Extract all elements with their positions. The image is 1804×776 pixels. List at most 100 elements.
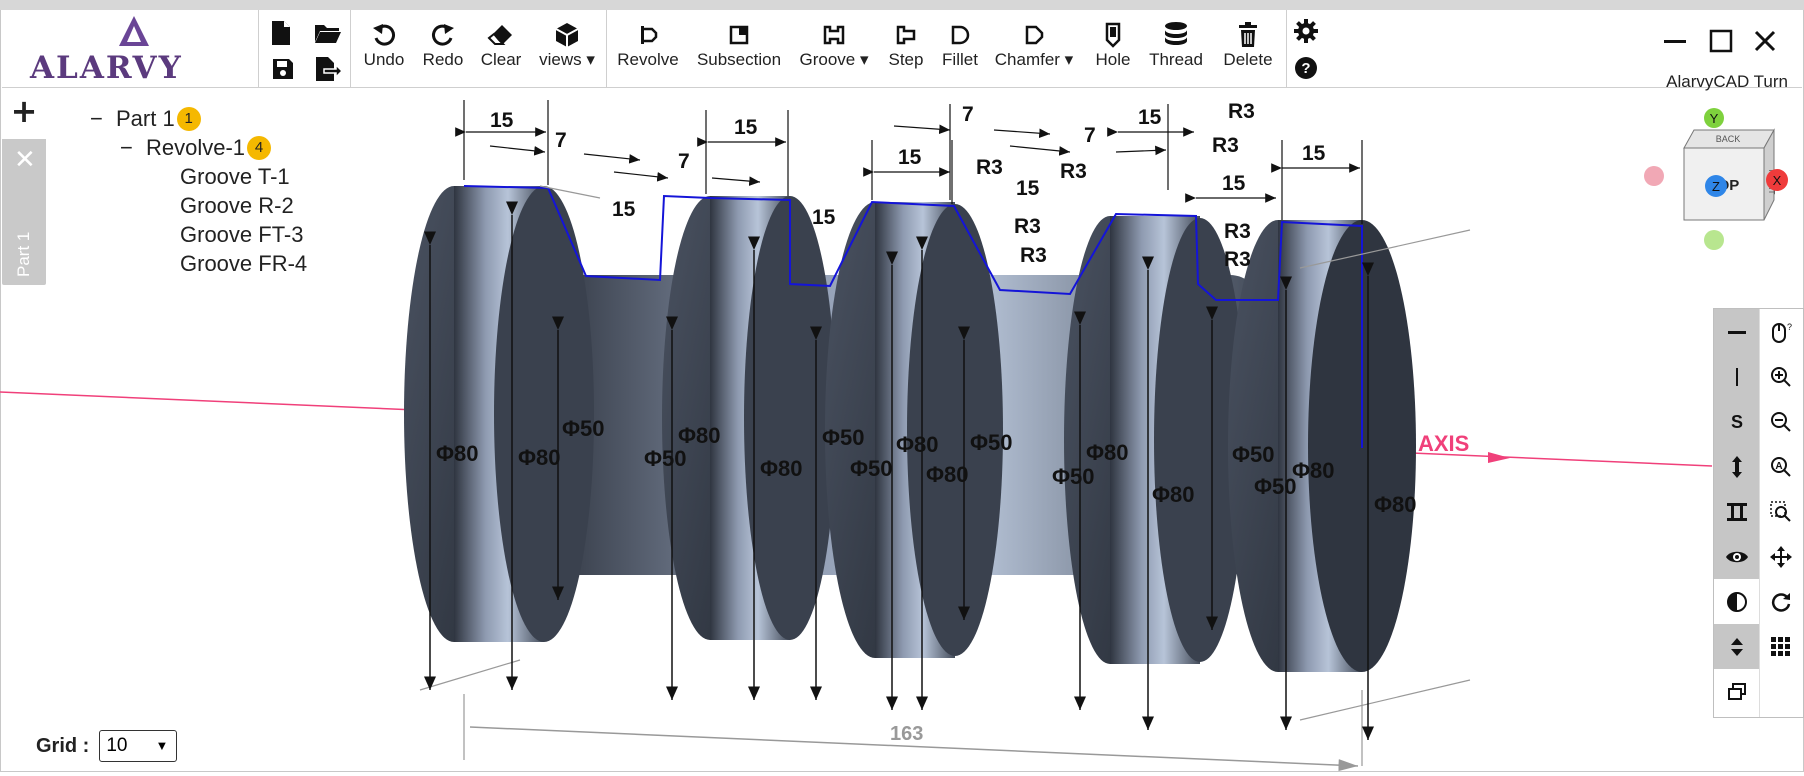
- neg-x-axis-handle[interactable]: [1644, 166, 1664, 186]
- tree-item-groove[interactable]: Groove FR-4: [180, 251, 307, 277]
- rotate-button[interactable]: [1758, 579, 1803, 624]
- tree-item-groove[interactable]: Groove R-2: [180, 193, 294, 219]
- chamfer-dropdown[interactable]: Chamfer ▾: [992, 20, 1076, 70]
- neg-y-axis-handle[interactable]: [1704, 230, 1724, 250]
- visibility-toggle[interactable]: [1714, 534, 1759, 579]
- diameter-label: Φ50: [1052, 464, 1095, 489]
- delete-button[interactable]: Delete: [1218, 20, 1278, 70]
- close-icon[interactable]: [1752, 28, 1778, 54]
- subsection-button[interactable]: Subsection: [692, 20, 786, 70]
- diameter-label: Φ80: [436, 441, 479, 466]
- fillet-icon: [951, 25, 970, 45]
- z-axis-handle[interactable]: [1705, 175, 1727, 197]
- tree-item-part[interactable]: − Part 1 1: [90, 106, 201, 132]
- vertical-dimension-tool[interactable]: [1714, 444, 1759, 489]
- x-axis-handle[interactable]: [1766, 169, 1788, 191]
- maximize-icon[interactable]: [1708, 28, 1734, 54]
- tree-item-groove-label: Groove R-2: [180, 193, 294, 218]
- toolbar-separator: [1286, 10, 1287, 87]
- part-3d-model[interactable]: [404, 186, 1416, 672]
- subsection-icon: [729, 25, 749, 45]
- zoom-in-button[interactable]: [1758, 354, 1803, 399]
- span-dimension-tool[interactable]: [1714, 489, 1759, 534]
- tree-item-groove-label: Groove FR-4: [180, 251, 308, 276]
- y-axis-handle[interactable]: [1704, 108, 1724, 128]
- zoom-fit-button[interactable]: A: [1758, 444, 1803, 489]
- help-icon[interactable]: ?: [1294, 56, 1318, 80]
- tab-part-1[interactable]: ✕ Part 1: [2, 139, 46, 285]
- grid-size-select[interactable]: 10 ▼: [99, 730, 178, 762]
- thread-button[interactable]: Thread: [1146, 20, 1206, 70]
- 3d-viewport[interactable]: AXIS: [0, 88, 1804, 772]
- radius-label: R3: [1224, 220, 1251, 243]
- vertical-arrows-icon: [1731, 455, 1742, 478]
- thread-icon: [1165, 22, 1187, 45]
- app-title: AlarvyCAD Turn: [1666, 72, 1788, 91]
- snap-tool[interactable]: S: [1714, 399, 1759, 444]
- horizontal-line-icon: [1727, 330, 1746, 334]
- clear-label: Clear: [480, 50, 522, 69]
- length-label: 15: [1016, 177, 1040, 200]
- fillet-button[interactable]: Fillet: [937, 20, 983, 70]
- svg-text:?: ?: [1787, 322, 1792, 332]
- diameter-dimensions: [424, 201, 1374, 740]
- tab-part-1-label: Part 1: [14, 231, 33, 277]
- new-file-icon[interactable]: [270, 20, 292, 46]
- radius-label: R3: [1228, 100, 1255, 123]
- fillet-label: Fillet: [942, 50, 978, 69]
- length-label: 7: [1084, 124, 1096, 147]
- close-tab-icon[interactable]: ✕: [14, 145, 36, 175]
- radius-label: R3: [1060, 160, 1087, 183]
- hole-button[interactable]: Hole: [1090, 20, 1136, 70]
- toolbar-separator: [350, 10, 351, 87]
- gear-icon[interactable]: [1294, 19, 1318, 43]
- radius-label: R3: [1014, 215, 1041, 238]
- grid-toggle-button[interactable]: [1758, 624, 1803, 669]
- tree-item-groove[interactable]: Groove FT-3: [180, 222, 303, 248]
- diameter-label: Φ50: [562, 416, 605, 441]
- redo-button[interactable]: Redo: [418, 20, 468, 70]
- mouse-help-button[interactable]: ?: [1758, 309, 1803, 354]
- length-label: 15: [612, 198, 636, 221]
- collapse-icon[interactable]: −: [90, 106, 103, 131]
- contrast-toggle[interactable]: [1714, 579, 1759, 624]
- open-folder-icon[interactable]: [314, 22, 342, 44]
- redo-icon: [432, 24, 454, 46]
- undo-button[interactable]: Undo: [359, 20, 409, 70]
- zoom-out-button[interactable]: [1758, 399, 1803, 444]
- minimize-icon[interactable]: [1662, 28, 1688, 54]
- window-stack-button[interactable]: [1714, 669, 1759, 714]
- y-axis-label: Y: [1710, 111, 1719, 126]
- diameter-label: Φ80: [926, 462, 969, 487]
- clear-button[interactable]: Clear: [475, 20, 527, 70]
- horizontal-line-tool[interactable]: [1714, 309, 1759, 354]
- vertical-line-tool[interactable]: [1714, 354, 1759, 399]
- tree-item-revolve[interactable]: − Revolve-1 4: [120, 135, 272, 161]
- tree-item-groove[interactable]: Groove T-1: [180, 164, 290, 190]
- step-label: Step: [888, 50, 924, 69]
- revolve-button[interactable]: Revolve: [614, 20, 682, 70]
- contrast-icon: [1726, 591, 1747, 612]
- add-part-button[interactable]: +: [10, 92, 38, 130]
- snap-s-icon: S: [1730, 412, 1742, 432]
- svg-text:A: A: [1775, 461, 1782, 472]
- hole-label: Hole: [1095, 50, 1131, 69]
- logo-text: ALARVY: [30, 50, 183, 86]
- undo-label: Undo: [363, 50, 405, 69]
- step-button[interactable]: Step: [883, 20, 929, 70]
- length-label: 7: [962, 103, 974, 126]
- save-icon[interactable]: [272, 58, 294, 80]
- groove-dropdown[interactable]: Groove ▾: [796, 20, 872, 70]
- diameter-label: Φ80: [1374, 492, 1417, 517]
- export-icon[interactable]: [314, 56, 342, 82]
- view-cube[interactable]: BACK RIGHT TOP Y Z X: [1640, 102, 1790, 252]
- diameter-label: Φ80: [678, 423, 721, 448]
- toolbar-separator: [606, 10, 607, 87]
- delete-label: Delete: [1223, 50, 1273, 69]
- caret-down-icon: ▼: [155, 738, 169, 753]
- zoom-window-button[interactable]: [1758, 489, 1803, 534]
- expand-toggle[interactable]: [1714, 624, 1759, 669]
- views-dropdown[interactable]: views ▾: [536, 20, 598, 70]
- pan-button[interactable]: [1758, 534, 1803, 579]
- collapse-icon[interactable]: −: [120, 135, 133, 160]
